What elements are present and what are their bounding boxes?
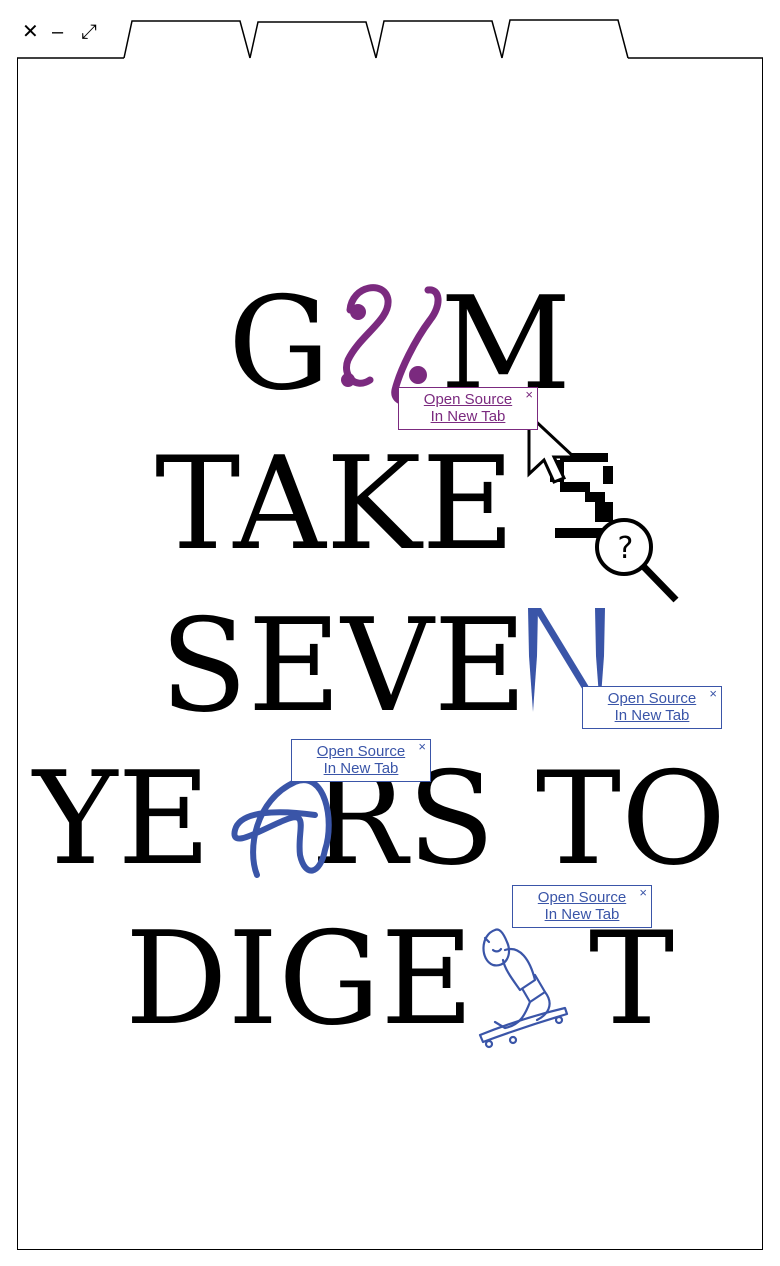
popup-close-icon-3[interactable]: ×: [418, 739, 426, 754]
open-source-link-2[interactable]: Open Source: [607, 690, 697, 707]
tab-1[interactable]: [123, 20, 251, 59]
poster-word-1a: G: [228, 270, 331, 419]
close-window-icon[interactable]: ✕: [22, 21, 39, 43]
poster-word-3a: SEVE: [160, 592, 527, 741]
open-source-link-3[interactable]: Open Source: [316, 743, 406, 760]
poster-word-4a: YE: [33, 745, 211, 894]
purple-scribble-glyph: [341, 284, 442, 406]
poster-word-2a: TAKE: [155, 430, 515, 579]
skater-doodle-illustration: [478, 928, 569, 1049]
popup-close-icon-2[interactable]: ×: [709, 686, 717, 701]
open-source-link-4[interactable]: Open Source: [537, 889, 627, 906]
tab-strip: [17, 19, 763, 59]
open-source-popup-1[interactable]: Open Source In New Tab ×: [398, 387, 538, 430]
open-source-popup-3[interactable]: Open Source In New Tab ×: [291, 739, 431, 782]
expand-window-icon[interactable]: ⤢: [81, 21, 97, 43]
new-tab-link-2[interactable]: In New Tab: [614, 707, 690, 724]
open-source-link-1[interactable]: Open Source: [423, 391, 513, 408]
poster-line-2: TAKE: [0, 430, 780, 579]
tab-2[interactable]: [249, 21, 377, 59]
svg-text:?: ?: [616, 531, 634, 566]
browser-window-frame: [17, 58, 763, 1250]
pointer-magnifier-icon: ?: [527, 412, 679, 603]
minimize-window-icon[interactable]: –: [52, 21, 64, 43]
new-tab-link-1[interactable]: In New Tab: [430, 408, 506, 425]
tab-3[interactable]: [375, 20, 503, 59]
poster-word-5a: DIGE: [125, 905, 474, 1054]
new-tab-link-3[interactable]: In New Tab: [323, 760, 399, 777]
blue-n-glyph: [528, 608, 605, 712]
poster-line-3: SEVE: [0, 592, 780, 741]
poster-line-5: DIGE T: [0, 905, 780, 1054]
open-source-popup-2[interactable]: Open Source In New Tab ×: [582, 686, 722, 729]
poster-word-5b: T: [588, 905, 675, 1054]
blue-script-a-glyph: [231, 777, 332, 878]
new-tab-link-4[interactable]: In New Tab: [544, 906, 620, 923]
open-source-popup-4[interactable]: Open Source In New Tab ×: [512, 885, 652, 928]
tab-4[interactable]: [501, 19, 629, 59]
popup-close-icon-1[interactable]: ×: [525, 387, 533, 402]
popup-close-icon-4[interactable]: ×: [639, 885, 647, 900]
